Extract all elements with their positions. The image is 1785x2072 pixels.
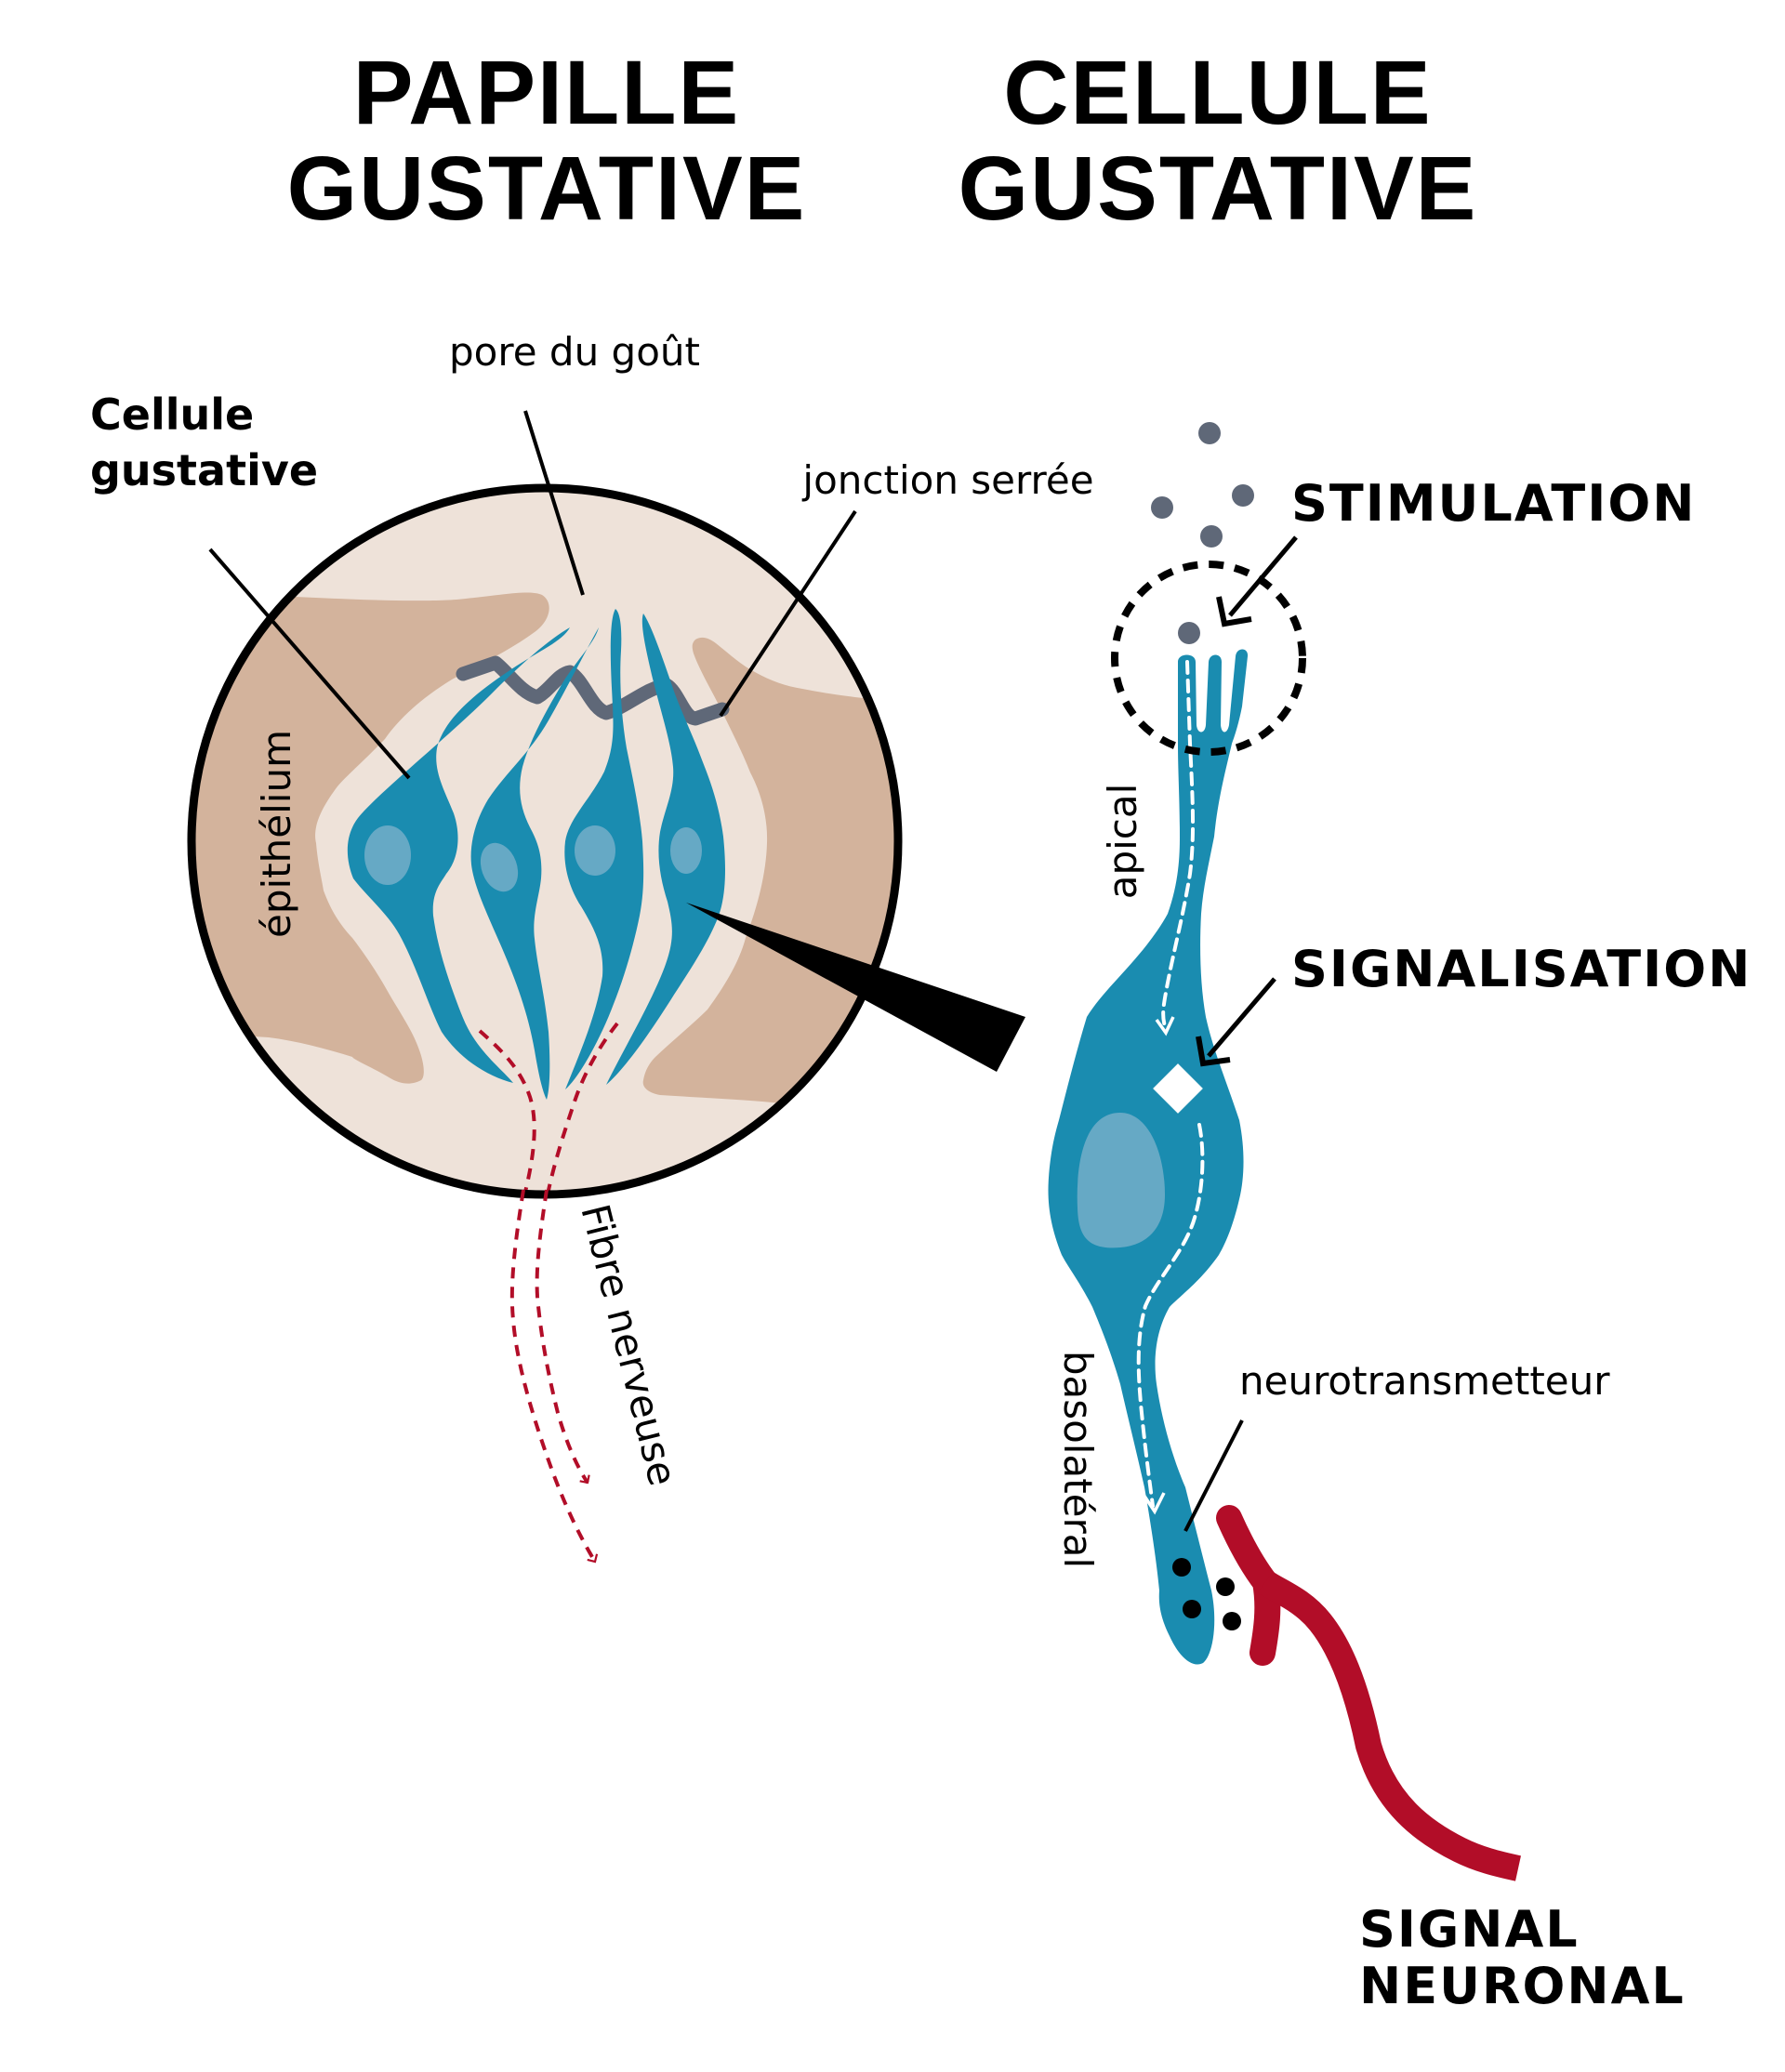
stimulation-zone-dashed-circle bbox=[1111, 561, 1306, 756]
label-stimulation: STIMULATION bbox=[1291, 474, 1696, 533]
title-cell-line2: GUSTATIVE bbox=[959, 138, 1478, 239]
label-signalisation: SIGNALISATION bbox=[1291, 940, 1752, 998]
neurotransmitter-vesicle bbox=[1216, 1577, 1235, 1596]
tastant-molecule bbox=[1178, 622, 1200, 644]
label-taste-cell-line2: gustative bbox=[90, 445, 318, 495]
label-tight-junction: jonction serrée bbox=[801, 457, 1093, 503]
taste-cell-4 bbox=[606, 614, 725, 1085]
tastant-molecule bbox=[1232, 484, 1254, 507]
title-papilla: PAPILLE GUSTATIVE bbox=[287, 42, 807, 239]
epithelium-right-region bbox=[642, 637, 896, 1115]
afferent-nerve-fiber bbox=[1216, 1505, 1521, 1881]
nerve-fiber-arrow-2 bbox=[535, 1189, 590, 1485]
tastant-molecule bbox=[1200, 525, 1223, 548]
taste-cell-leader-line bbox=[208, 548, 411, 780]
nerve-fiber-branch bbox=[1216, 1505, 1281, 1666]
tastant-molecule bbox=[1151, 496, 1173, 519]
title-papilla-line1: PAPILLE bbox=[353, 42, 740, 143]
signalisation-arrow-head bbox=[1196, 1036, 1231, 1067]
taste-cell-3 bbox=[564, 609, 644, 1089]
label-neural-signal-line1: SIGNAL bbox=[1359, 1900, 1580, 1959]
neurotransmitter-vesicle bbox=[1172, 1558, 1191, 1577]
title-cell-line1: CELLULE bbox=[1003, 42, 1432, 143]
nerve-fiber-arrow-1 bbox=[509, 1189, 599, 1564]
taste-cell-nucleus bbox=[1077, 1113, 1165, 1248]
magnifier-pointer-wedge bbox=[686, 903, 1025, 1072]
nucleus bbox=[670, 827, 702, 874]
taste-pore-leader-line bbox=[523, 410, 585, 596]
label-basolateral: basolatéral bbox=[1055, 1351, 1101, 1568]
label-epithelium: épithélium bbox=[254, 730, 299, 938]
label-neurotransmitter: neurotransmetteur bbox=[1239, 1358, 1610, 1404]
signalisation-arrow-shaft bbox=[1207, 977, 1276, 1058]
tastant-molecules bbox=[1151, 422, 1254, 644]
label-neural-signal-line2: NEURONAL bbox=[1359, 1957, 1686, 2015]
neurotransmitter-vesicle bbox=[1183, 1600, 1201, 1618]
stimulation-arrow-head bbox=[1216, 596, 1252, 627]
epithelium-left-region bbox=[193, 592, 549, 1084]
taste-cell-detail bbox=[1048, 649, 1249, 1665]
label-nerve-fiber: Fibre nerveuse bbox=[572, 1200, 685, 1490]
nucleus bbox=[364, 825, 411, 885]
title-taste-cell: CELLULE GUSTATIVE bbox=[959, 42, 1478, 239]
neurotransmitter-vesicle bbox=[1223, 1612, 1241, 1630]
stimulation-arrow-shaft bbox=[1228, 535, 1298, 617]
label-apical: apical bbox=[1100, 784, 1145, 900]
signaling-event-diamond bbox=[1153, 1063, 1203, 1114]
taste-bud-magnifier bbox=[187, 483, 903, 1199]
signal-path-apical-arrowhead bbox=[1155, 1016, 1175, 1036]
nerve-fiber-axon bbox=[1257, 1571, 1521, 1881]
title-papilla-line2: GUSTATIVE bbox=[287, 138, 807, 239]
taste-cell-2 bbox=[470, 627, 599, 1100]
tight-junction-leader-line bbox=[719, 509, 857, 718]
neurotransmitter-leader-line bbox=[1183, 1419, 1244, 1532]
nucleus bbox=[480, 842, 519, 892]
label-taste-pore: pore du goût bbox=[449, 329, 700, 375]
taste-cell-1 bbox=[347, 627, 570, 1083]
signal-path-basolateral bbox=[1136, 1123, 1205, 1508]
signal-path-basolateral-arrowhead bbox=[1142, 1492, 1166, 1515]
signal-path-apical bbox=[1161, 660, 1196, 1032]
tastant-molecule bbox=[1198, 422, 1221, 444]
nerve-fiber-dashed-inner-2 bbox=[545, 1022, 619, 1193]
nucleus bbox=[575, 825, 615, 876]
nerve-fiber-dashed-inner-1 bbox=[478, 1029, 536, 1193]
label-taste-cell-line1: Cellule bbox=[90, 389, 254, 440]
